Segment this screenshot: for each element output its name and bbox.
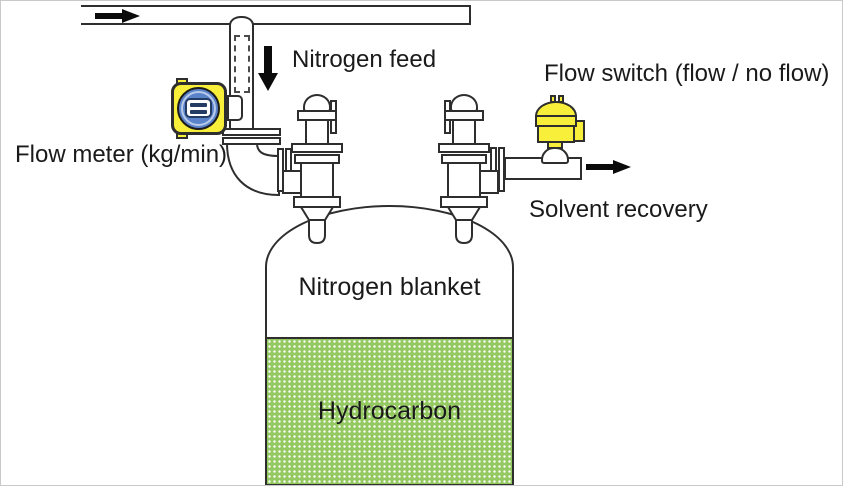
valve-bonnet-flange [438,143,490,153]
flow-switch-pipe-fitting [541,147,569,164]
valve-bonnet-flange [291,143,343,153]
solvent-recovery-label: Solvent recovery [529,196,708,223]
flow-switch-label: Flow switch (flow / no flow) [544,60,830,87]
storage-tank: Nitrogen blanket Hydrocarbon [265,205,514,485]
display-line [190,102,207,107]
nitrogen-feed-label: Nitrogen feed [292,46,437,73]
hydrocarbon-label: Hydrocarbon [317,397,462,425]
valve-side-port [282,170,302,194]
elbow-pipe [225,143,280,197]
flow-element-dashed-tube [234,35,250,93]
left-tank-valve [282,94,344,245]
nitrogen-feed-arrow-icon [258,46,278,91]
hydrocarbon-liquid: Hydrocarbon [267,337,512,484]
solvent-recovery-arrow-icon [586,160,631,174]
valve-stem [305,119,329,145]
pipe-flange-upper [222,128,281,136]
valve-reducer-nozzle [446,206,482,245]
flow-meter-display [185,98,212,118]
nitrogen-blanket-label: Nitrogen blanket [298,273,481,301]
flow-meter-process-connection [227,95,243,121]
valve-body [447,162,481,198]
valve-reducer-nozzle [299,206,335,245]
valve-body [300,162,334,198]
inlet-flow-arrow-icon [95,9,140,23]
right-valve-outlet-flange [498,147,505,192]
flow-meter-face-ring [181,91,216,126]
flow-switch-body [537,125,575,143]
right-tank-valve [437,94,499,245]
valve-side-port [479,170,499,194]
display-line [190,109,207,114]
nitrogen-supply-pipe [81,5,471,25]
flow-switch-icon [535,101,577,117]
valve-stem [452,119,476,145]
pipe-flange-lower [222,137,281,145]
flow-meter-label: Flow meter (kg/min) [15,141,228,168]
